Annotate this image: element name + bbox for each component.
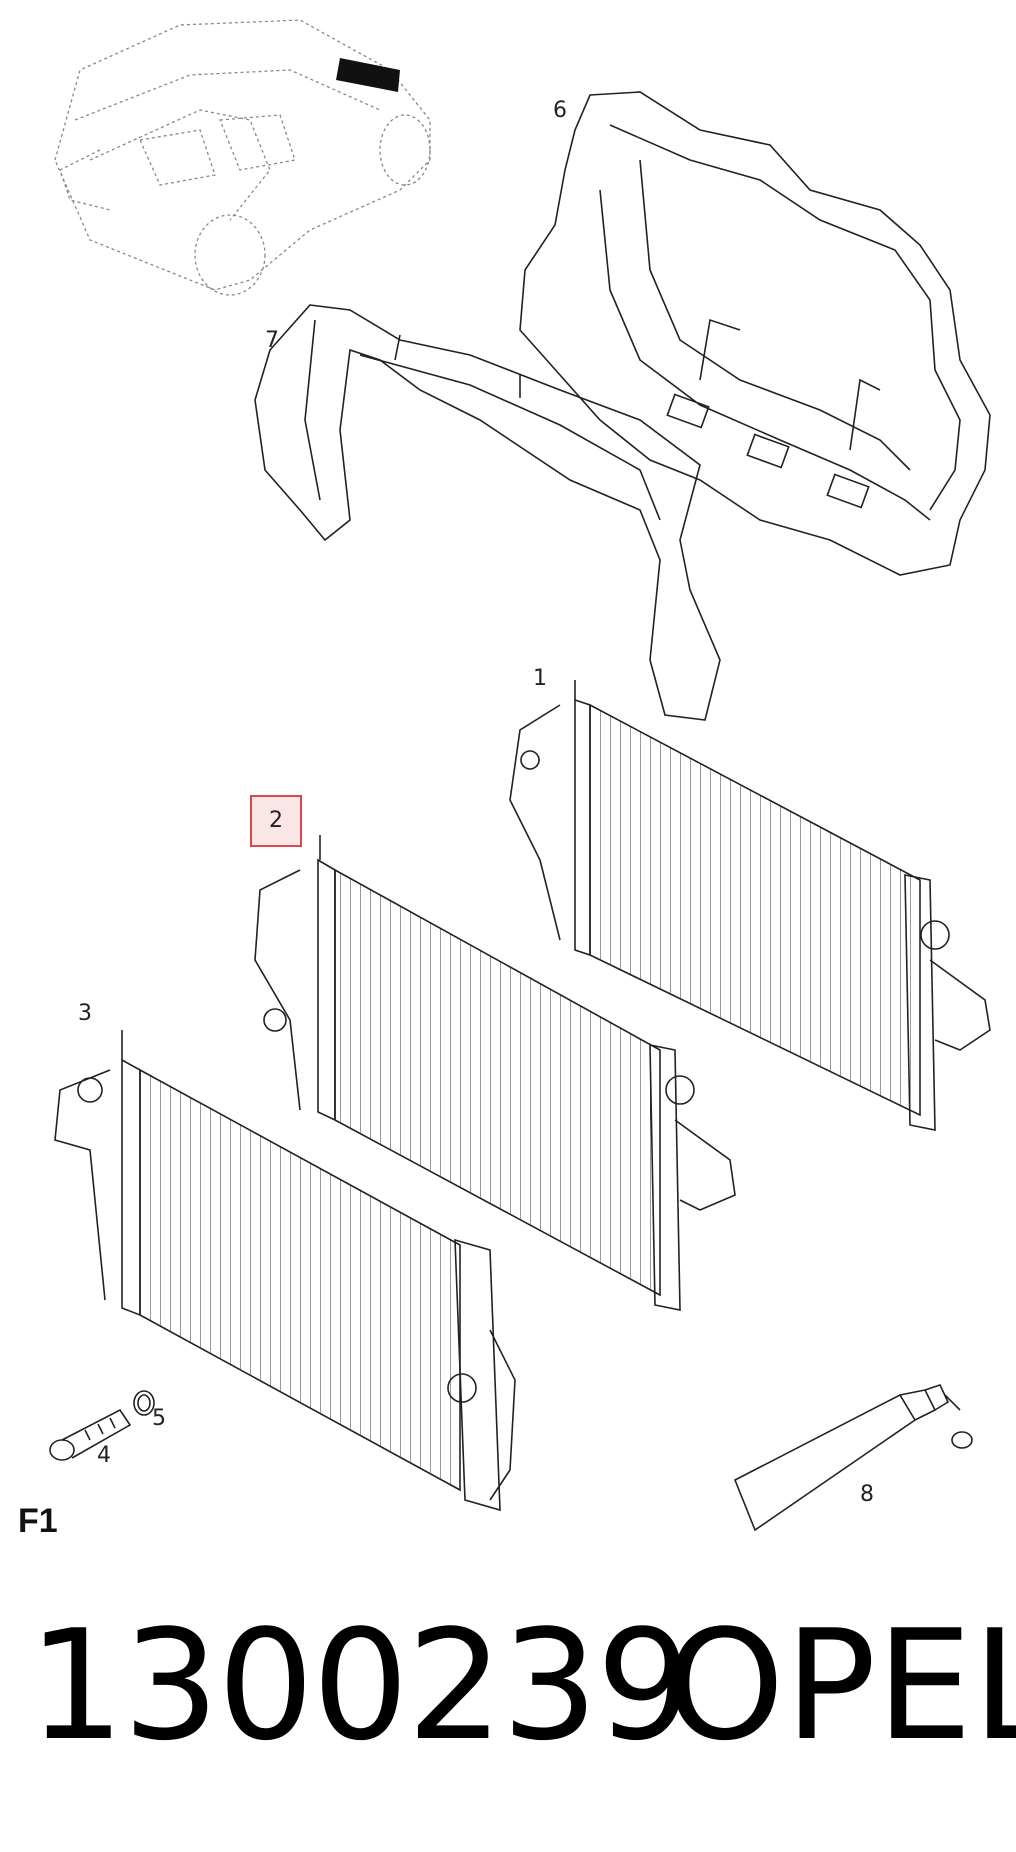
brand-name: OPEL	[665, 1597, 1016, 1774]
callout-2-highlighted[interactable]: 2	[250, 795, 302, 847]
part-4-drain-plug-icon	[49, 1408, 132, 1461]
part-3-radiator-icon	[54, 1030, 516, 1512]
callout-7: 7	[265, 328, 279, 353]
part-2-radiator-icon	[254, 835, 736, 1311]
exploded-parts-diagram	[49, 19, 991, 1532]
vehicle-overview-icon	[54, 19, 431, 296]
part-6-support-frame-icon	[519, 91, 991, 576]
callout-1: 1	[533, 666, 547, 691]
radiator-location-marker-icon	[336, 58, 400, 92]
callout-6: 6	[553, 98, 567, 123]
callout-3: 3	[78, 1001, 92, 1026]
part-7-air-guide-icon	[254, 304, 721, 721]
callout-4: 4	[97, 1443, 111, 1468]
callout-8: 8	[860, 1482, 874, 1507]
part-number: 1300239	[28, 1597, 693, 1774]
part-1-radiator-icon	[509, 680, 991, 1131]
callout-5: 5	[152, 1406, 166, 1431]
part-5-seal-ring-icon	[133, 1390, 155, 1416]
part-8-sealant-tube-icon	[733, 1384, 973, 1532]
section-code: F1	[18, 1502, 58, 1540]
